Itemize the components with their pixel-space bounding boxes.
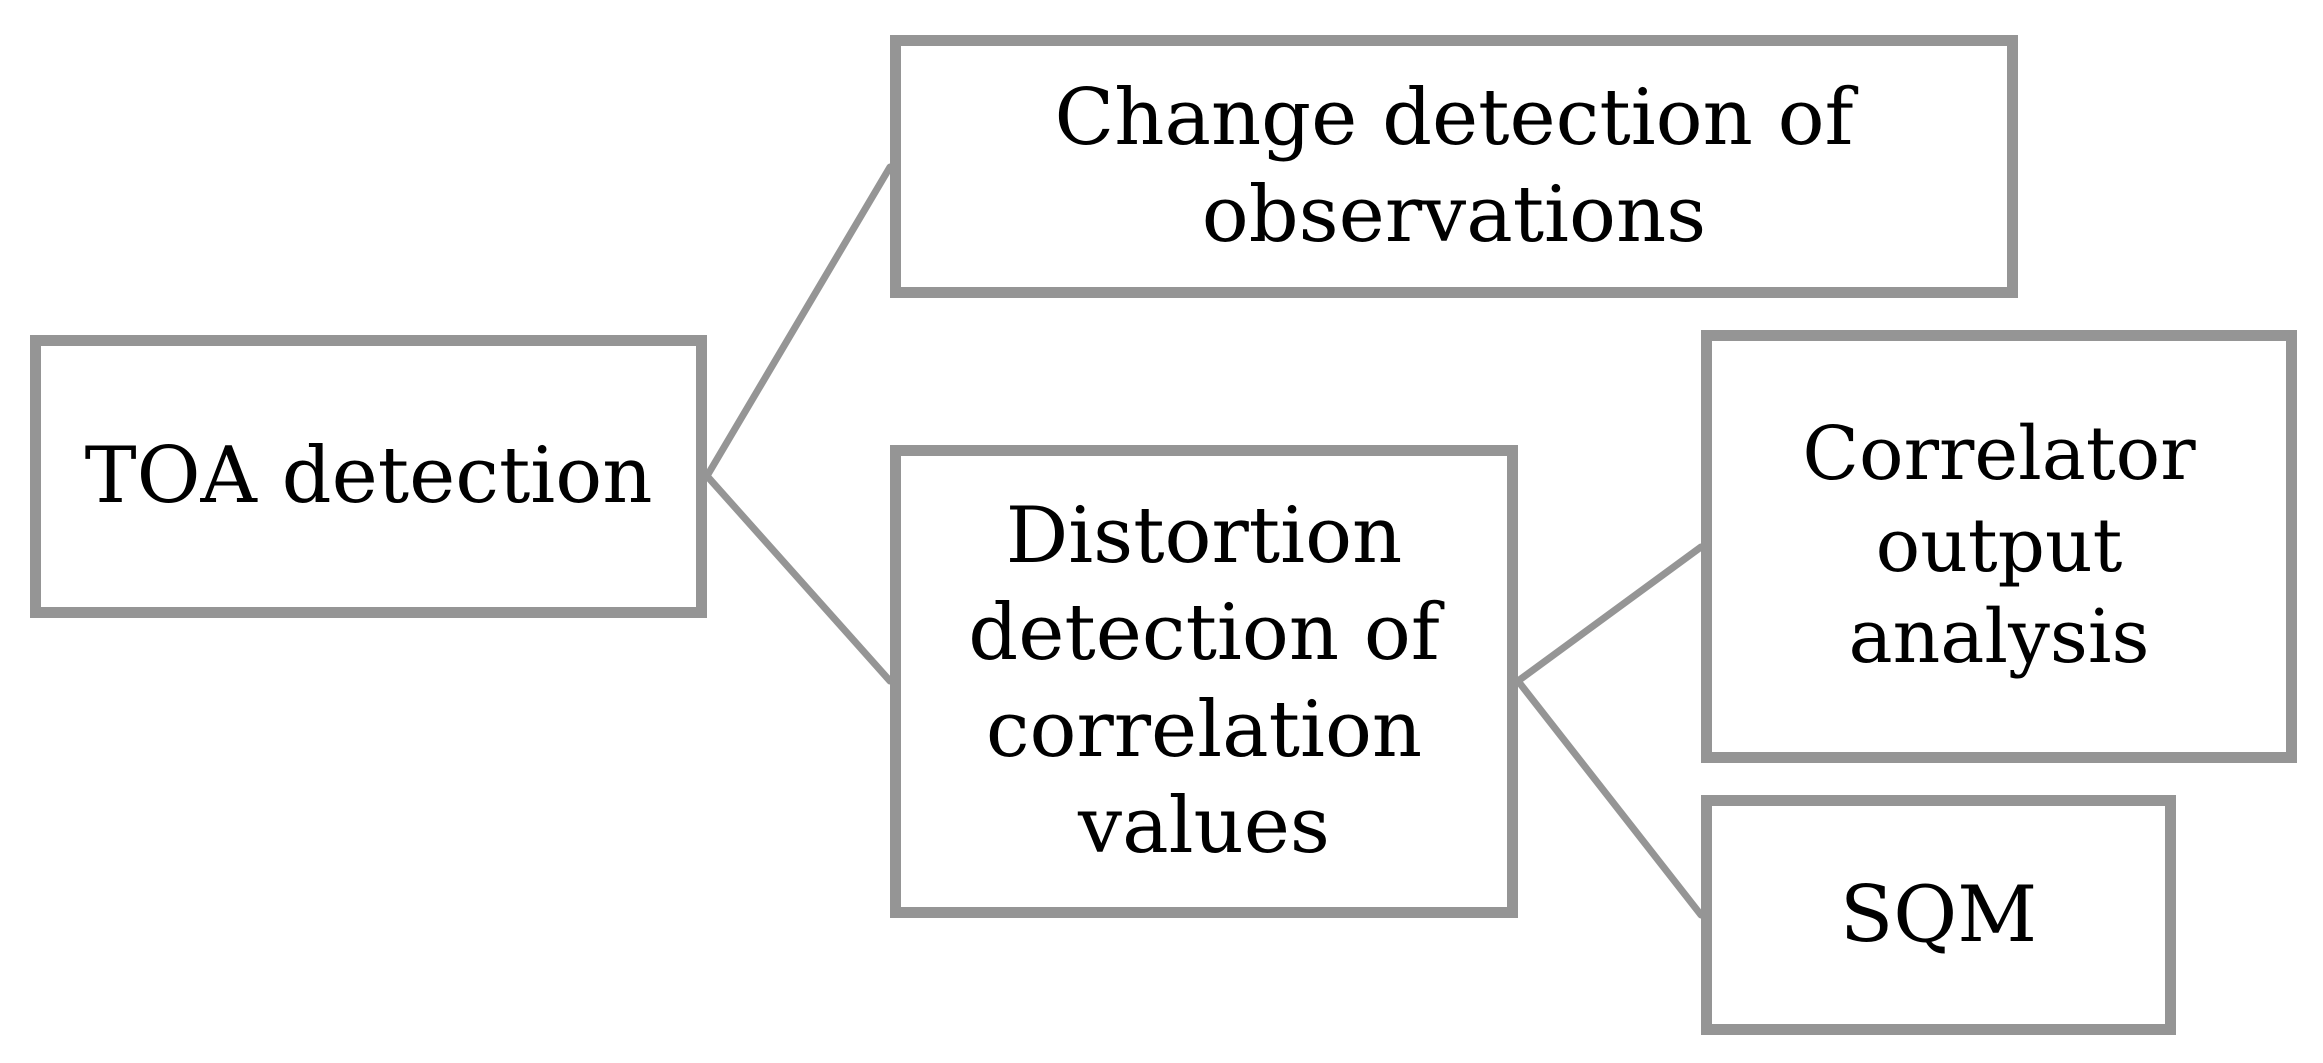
node-label: TOA detection xyxy=(84,431,653,522)
node-label: Distortion detection of correlation valu… xyxy=(968,491,1440,872)
node-label: SQM xyxy=(1839,869,2038,960)
node-label: Change detection of observations xyxy=(1054,72,1854,260)
node-distortion-detection: Distortion detection of correlation valu… xyxy=(890,445,1518,918)
edge-root-to-distortion xyxy=(703,472,894,685)
node-toa-detection: TOA detection xyxy=(30,335,707,618)
node-sqm: SQM xyxy=(1701,795,2176,1035)
edge-distortion-to-sqm xyxy=(1514,677,1705,919)
edge-distortion-to-correlator xyxy=(1514,543,1705,685)
node-change-detection: Change detection of observations xyxy=(890,35,2018,298)
node-correlator-output-analysis: Correlator output analysis xyxy=(1701,330,2297,763)
edge-root-to-change xyxy=(703,163,894,480)
node-label: Correlator output analysis xyxy=(1802,410,2196,681)
